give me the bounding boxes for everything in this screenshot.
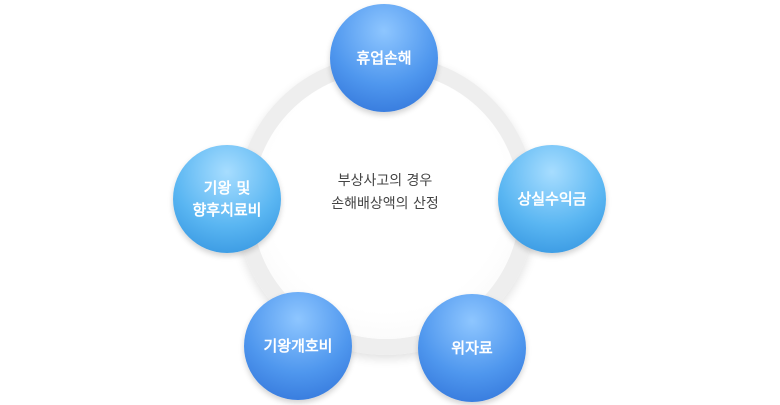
center-caption: 부상사고의 경우 손해배상액의 산정 [290, 170, 480, 216]
center-caption-line2: 손해배상액의 산정 [331, 196, 439, 212]
center-caption-line1: 부상사고의 경우 [337, 173, 433, 189]
node-label: 기왕개호비 [263, 337, 333, 355]
node-label: 상실수익금 [517, 190, 587, 208]
node-prior-care: 기왕개호비 [244, 292, 352, 400]
node-label: 휴업손해 [356, 49, 412, 67]
node-label: 위자료 [451, 339, 493, 357]
node-consolation: 위자료 [418, 294, 526, 402]
node-lost-earnings: 상실수익금 [498, 145, 606, 253]
node-lost-wages: 휴업손해 [330, 4, 438, 112]
node-medical-costs: 기왕 및 향후치료비 [173, 145, 281, 253]
node-label: 기왕 및 향후치료비 [192, 179, 262, 219]
